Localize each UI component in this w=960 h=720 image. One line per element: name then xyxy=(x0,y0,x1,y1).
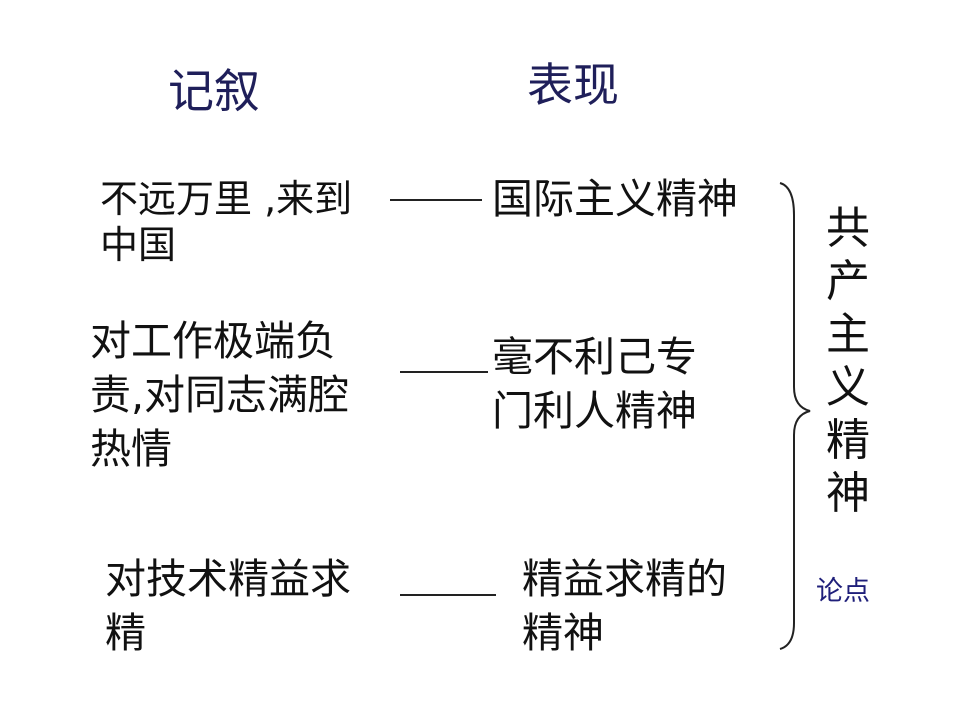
manifestation-3-line-2: 精神 xyxy=(522,609,604,657)
manifestation-header: 表现 xyxy=(527,58,619,112)
narrative-3-line-2: 精 xyxy=(105,609,146,657)
conclusion-char-4: 义 xyxy=(826,362,870,413)
manifestation-1: 国际主义精神 xyxy=(492,172,738,226)
argument-label: 论点 xyxy=(816,576,870,607)
narrative-1: 不远万里 ,来到 中国 xyxy=(100,176,352,268)
conclusion-char-2: 产 xyxy=(826,256,870,307)
narrative-3: 对技术精益求 精 xyxy=(105,552,351,660)
conclusion-char-5: 精 xyxy=(826,415,870,466)
connector-2 xyxy=(400,371,488,373)
manifestation-2: 毫不利己专 门利人精神 xyxy=(492,330,697,438)
narrative-2-line-3: 热情 xyxy=(90,425,172,473)
conclusion-char-1: 共 xyxy=(826,203,870,254)
conclusion-char-6: 神 xyxy=(826,468,870,519)
manifestation-3-line-1: 精益求精的 xyxy=(522,555,727,603)
manifestation-2-line-1: 毫不利己专 xyxy=(492,333,697,381)
connector-1 xyxy=(390,199,482,201)
narrative-2-line-1: 对工作极端负 xyxy=(90,317,336,365)
narrative-1-line-1: 不远万里 ,来到 xyxy=(100,177,353,221)
right-brace xyxy=(779,182,811,650)
manifestation-3: 精益求精的 精神 xyxy=(522,552,727,660)
narrative-2: 对工作极端负 责,对同志满腔 热情 xyxy=(90,314,349,476)
narrative-1-line-2: 中国 xyxy=(100,223,177,267)
narrative-header: 记叙 xyxy=(168,64,260,118)
conclusion-vertical-text: 共 产 主 义 精 神 xyxy=(818,202,878,520)
connector-3 xyxy=(400,594,496,596)
manifestation-1-line-1: 国际主义精神 xyxy=(492,175,738,223)
manifestation-2-line-2: 门利人精神 xyxy=(492,387,697,435)
narrative-2-line-2: 责,对同志满腔 xyxy=(90,371,350,419)
conclusion-char-3: 主 xyxy=(826,309,870,360)
narrative-3-line-1: 对技术精益求 xyxy=(105,555,351,603)
